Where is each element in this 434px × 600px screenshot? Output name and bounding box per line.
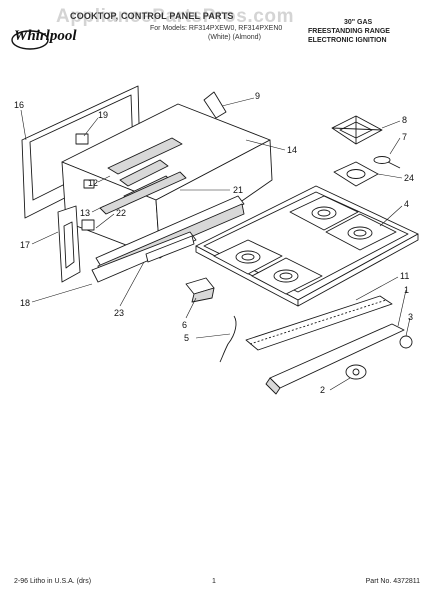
callout-labels: 16 19 9 8 7 12 14 21 24 13 4 22 17 11 1 … (14, 91, 414, 395)
lower-trim (91, 231, 197, 283)
burner-front-left (213, 239, 283, 275)
print-info: 2-96 Litho in U.S.A. (drs) (14, 578, 92, 585)
brand-name: Whirlpool (14, 28, 77, 44)
callout-16: 16 (14, 100, 24, 110)
side-panel (57, 205, 81, 283)
product-type-line1: 30" GAS (344, 19, 373, 26)
callout-1: 1 (404, 285, 409, 295)
callout-19: 19 (98, 110, 108, 120)
callout-18: 18 (20, 298, 30, 308)
model-list: For Models: RF314PXEW0, RF314PXEN0 (150, 25, 283, 32)
callout-2: 2 (320, 385, 325, 395)
wire-harness (219, 315, 237, 363)
color-list: (White) (Almond) (208, 34, 261, 41)
callout-7: 7 (402, 132, 407, 142)
burner-cap (333, 161, 379, 187)
callout-17: 17 (20, 240, 30, 250)
leader-lines (20, 97, 411, 391)
callout-8: 8 (402, 115, 407, 125)
burner-front-right (251, 257, 323, 295)
brand-logo: Whirlpool (10, 26, 80, 52)
mounting-bracket (185, 277, 215, 303)
callout-4: 4 (404, 199, 409, 209)
callout-23: 23 (114, 308, 124, 318)
page-number: 1 (212, 578, 216, 585)
burner-rear-right (325, 213, 397, 251)
burner-grate (331, 115, 383, 145)
gas-valve (345, 364, 367, 380)
callout-3: 3 (408, 312, 413, 322)
callout-12: 12 (88, 178, 98, 188)
product-type: 30" GAS FREESTANDING RANGE ELECTRONIC IG… (308, 18, 428, 45)
burner-rear-left (289, 195, 359, 231)
product-type-line3: ELECTRONIC IGNITION (308, 37, 387, 44)
callout-6: 6 (182, 320, 187, 330)
diagram-title: COOKTOP, CONTROL PANEL PARTS (70, 11, 234, 21)
callout-24: 24 (404, 173, 414, 183)
callout-9: 9 (255, 91, 260, 101)
callout-11: 11 (400, 271, 409, 281)
burner-tube (265, 323, 405, 395)
trim-strip (203, 91, 227, 119)
control-panel-housing (61, 103, 273, 259)
callout-14: 14 (287, 145, 297, 155)
callout-13: 13 (80, 208, 90, 218)
product-type-line2: FREESTANDING RANGE (308, 28, 390, 35)
orifice (399, 335, 413, 349)
clip (75, 133, 89, 145)
callout-22: 22 (116, 208, 126, 218)
part-number: Part No. 4372811 (365, 578, 420, 585)
manifold-rail (245, 295, 393, 351)
watermark: AppliancePartsPros.com (56, 6, 295, 27)
igniter (373, 156, 401, 169)
callout-5: 5 (184, 333, 189, 343)
brand-swoosh-icon (11, 30, 49, 50)
callout-21: 21 (233, 185, 243, 195)
